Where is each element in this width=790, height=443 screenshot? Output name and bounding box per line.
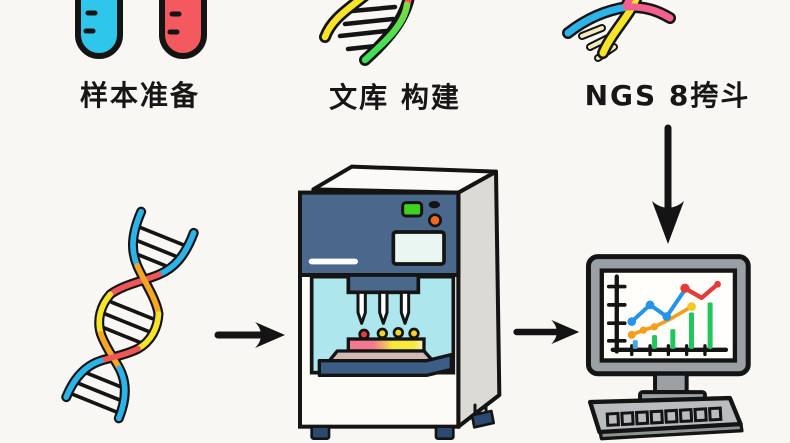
step-label-ngs-data: NGS 8挎斗 <box>584 79 751 112</box>
red-line <box>682 282 720 301</box>
machine-screen <box>391 230 446 266</box>
pipette-tips <box>356 290 411 325</box>
step-label-library-construction: 文库 构建 <box>329 81 461 114</box>
sequencer-machine-icon <box>298 164 502 440</box>
chart-bars <box>632 302 713 349</box>
blue-line <box>629 288 687 324</box>
dna-helix-icon <box>319 0 415 66</box>
monitor-neck <box>653 371 689 395</box>
small-vent <box>428 201 440 209</box>
sample-plate <box>346 337 426 353</box>
panel-stripe <box>308 258 358 265</box>
dna-sample-icon <box>61 206 199 424</box>
dna-helix-icon <box>562 0 676 62</box>
chart-dots <box>627 280 721 339</box>
results-chart <box>606 274 729 357</box>
arrow-down-icon <box>652 124 684 244</box>
machine-feet <box>310 409 495 440</box>
led-indicator <box>401 201 424 218</box>
computer-monitor-icon <box>585 254 751 441</box>
keyboard-icon <box>587 395 744 441</box>
test-tubes-icon <box>75 0 207 59</box>
step-label-sample-prep: 样本准备 <box>79 79 200 112</box>
pipette-manifold <box>346 273 421 295</box>
arrow-right-icon <box>214 322 285 348</box>
power-button[interactable] <box>428 213 442 228</box>
plate-stage <box>317 352 453 377</box>
arrow-right-icon <box>513 319 580 345</box>
